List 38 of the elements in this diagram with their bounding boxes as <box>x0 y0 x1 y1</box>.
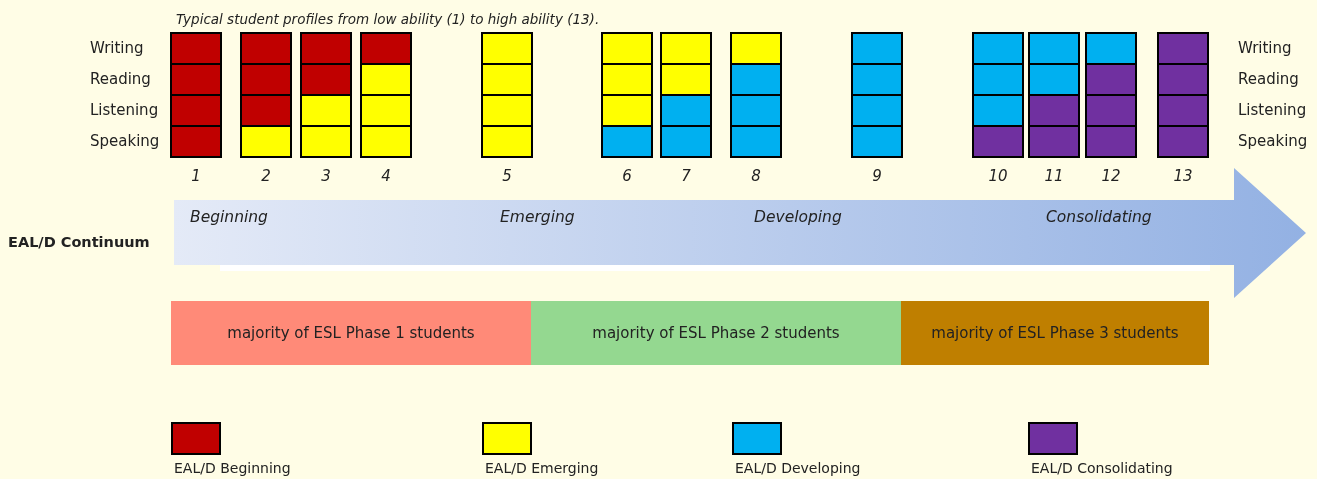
chart-title: Typical student profiles from low ability (1) to high ability (13). <box>176 13 600 27</box>
profile-number: 8 <box>751 169 761 184</box>
continuum-label: EAL/D Continuum <box>8 235 150 250</box>
skill-label: Reading <box>1238 71 1299 87</box>
stage-label: Consolidating <box>1046 210 1152 226</box>
skill-label: Writing <box>1238 40 1292 56</box>
phase-band <box>171 301 531 365</box>
profile-number: 2 <box>261 169 271 184</box>
profile-number: 7 <box>681 169 691 184</box>
stage-label: Emerging <box>500 210 575 226</box>
profile-number: 1 <box>191 169 201 184</box>
legend-label: EAL/D Developing <box>735 461 861 475</box>
skill-label: Listening <box>1238 102 1307 118</box>
phase-text: majority of ESL Phase 1 students <box>227 324 475 342</box>
continuum-arrow <box>174 168 1306 298</box>
profile-number: 12 <box>1101 169 1121 184</box>
legend-label: EAL/D Beginning <box>174 461 291 475</box>
profile-number: 9 <box>872 169 882 184</box>
skill-label: Writing <box>90 40 144 56</box>
phase-text: majority of ESL Phase 2 students <box>592 324 840 342</box>
profile-number: 6 <box>622 169 632 184</box>
stage-label: Beginning <box>190 210 268 226</box>
profile-number: 10 <box>988 169 1008 184</box>
profile-number: 11 <box>1044 169 1064 184</box>
stage-label: Developing <box>754 210 842 226</box>
skill-label: Reading <box>90 71 151 87</box>
skill-label: Listening <box>90 102 159 118</box>
profile-number: 13 <box>1173 169 1193 184</box>
legend-label: EAL/D Emerging <box>485 461 599 475</box>
profile-number: 5 <box>502 169 512 184</box>
legend-label: EAL/D Consolidating <box>1031 461 1173 475</box>
profile-number: 3 <box>321 169 331 184</box>
phase-text: majority of ESL Phase 3 students <box>931 324 1179 342</box>
profile-number: 4 <box>381 169 391 184</box>
skill-label: Speaking <box>90 133 160 149</box>
skill-label: Speaking <box>1238 133 1308 149</box>
phase-band <box>531 301 901 365</box>
phase-band <box>901 301 1209 365</box>
